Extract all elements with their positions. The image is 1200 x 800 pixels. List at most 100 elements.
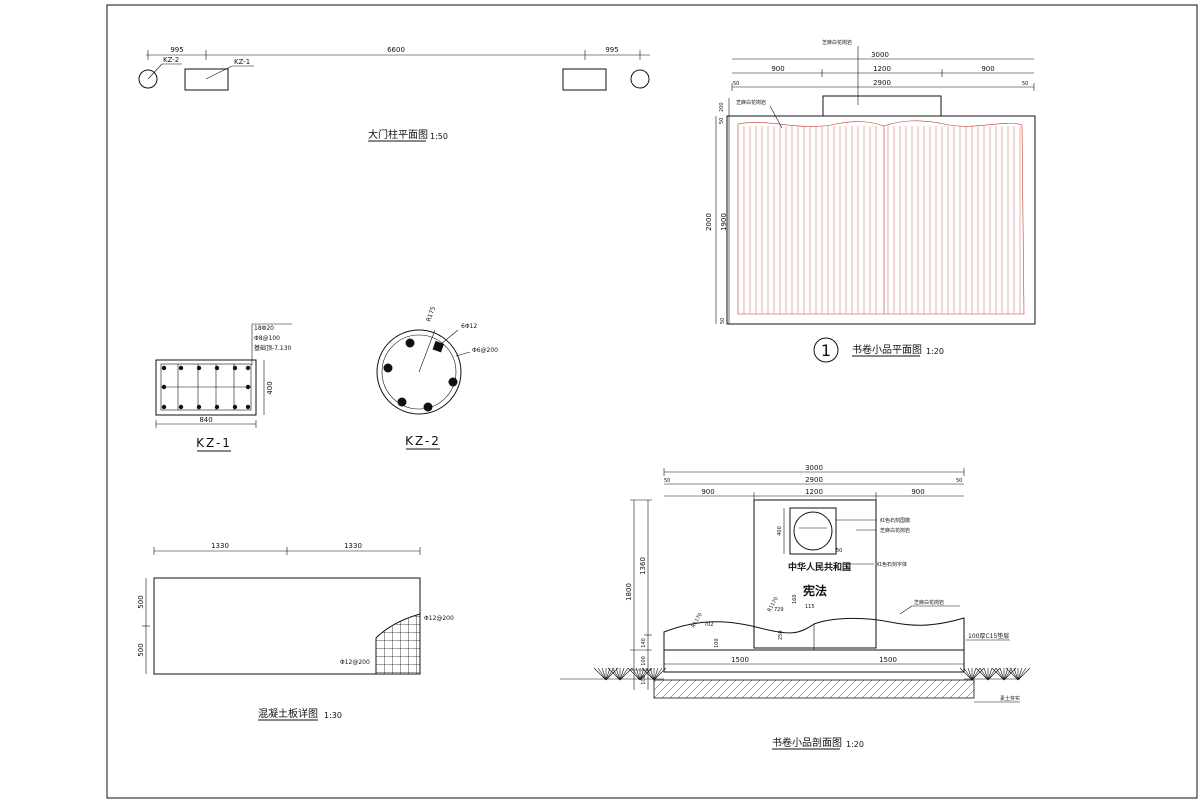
grass-blade	[601, 667, 607, 681]
kz1-rebar-dots	[161, 365, 251, 410]
rebar-dot	[423, 402, 433, 412]
section-dim-1500-b: 1500	[879, 656, 897, 664]
grass-blade	[1017, 667, 1031, 681]
kz1-outline	[155, 359, 257, 416]
kz2-outline	[376, 329, 462, 415]
section-note-granite-a: 芝麻白花岗岩	[880, 527, 910, 534]
kz1-dim-400: 400	[266, 381, 274, 394]
rebar-dot	[196, 404, 202, 410]
book-plan-dim-900-b: 900	[981, 65, 994, 73]
rebar-dot	[232, 365, 238, 371]
grass-blade	[653, 667, 663, 681]
grass-blade	[1017, 667, 1027, 681]
grass-blade	[639, 667, 653, 681]
gate-dim-995-right: 995	[605, 46, 618, 54]
book-plan-page-lines	[743, 126, 1021, 314]
section-dim-115: 115	[805, 604, 815, 610]
section-dim-r1170-a: R1170	[691, 612, 704, 629]
book-section-scale: 1:20	[846, 740, 864, 749]
section-dim-emblem-400: 400	[777, 526, 783, 536]
section-dim-729: 729	[774, 607, 784, 613]
kz2-section: R175 6Φ12 Φ6@200 KZ-2	[376, 305, 498, 450]
grass-blade	[983, 667, 989, 681]
rebar-dot	[397, 397, 407, 407]
grass-blade	[645, 667, 655, 681]
book-plan-open-book	[737, 120, 1025, 315]
grass-blade	[615, 667, 621, 681]
section-dim-160: 160	[792, 594, 798, 604]
gate-plan-title: 大门柱平面图	[368, 128, 428, 141]
book-plan-dim-1900: 1900	[720, 213, 728, 231]
sheet-frame	[106, 4, 1198, 799]
kz2-rebar-dots	[383, 338, 458, 412]
book-plan-title: 书卷小品平面图	[852, 343, 922, 356]
inscription-constitution: 宪法	[803, 583, 827, 598]
grass-blade	[597, 667, 607, 681]
book-plan-outline	[726, 115, 1036, 325]
section-stone-slab	[753, 499, 877, 649]
section-dim-100-book: 100	[714, 638, 720, 648]
rebar-dot	[161, 384, 167, 390]
kz1-title: KZ-1	[196, 436, 232, 450]
column-kz1-right	[562, 68, 607, 91]
grass-blade	[631, 667, 641, 681]
section-dim-50-a: 50	[664, 478, 670, 484]
section-emblem-box	[789, 507, 837, 555]
book-plan: 芝麻白花岗岩 3000 900 1200 900 2900 50 50 芝麻白花…	[705, 39, 1036, 363]
grass-blade	[653, 667, 667, 681]
grass-blade	[987, 667, 1001, 681]
column-kz2-left	[138, 69, 158, 89]
inscription-country: 中华人民共和国	[788, 561, 851, 573]
column-kz1-left	[184, 68, 229, 91]
gate-column-plan: 995 6600 995 KZ-2 KZ-1 大门柱平面图 1:50	[138, 46, 650, 142]
grass-blade	[971, 667, 985, 681]
grass-blade	[971, 667, 981, 681]
slab-scale: 1:30	[324, 711, 342, 720]
slab-note-bottom: Φ12@200	[340, 659, 370, 666]
grass-blade	[605, 667, 619, 681]
rebar-dot	[448, 377, 458, 387]
rebar-dot	[178, 365, 184, 371]
book-plan-dim-50-top: 50	[719, 118, 725, 124]
drawing-number-circle	[813, 337, 839, 363]
section-note-cushion: 100厚C15垫层	[968, 632, 1009, 640]
rebar-dot	[161, 404, 167, 410]
label-kz1: KZ-1	[234, 58, 250, 66]
section-dim-100-b: 100	[641, 675, 647, 685]
grass-blade	[967, 667, 973, 681]
kz2-note-radius: R175	[425, 305, 437, 322]
section-note-text: 红色石刻字体	[877, 561, 907, 568]
rebar-dot	[245, 404, 251, 410]
grass-blade	[999, 667, 1005, 681]
kz1-section: 18Φ20 Φ8@100 基础顶-7.130 840 400 KZ-1	[155, 323, 292, 452]
kz1-note-stirrup: Φ8@100	[254, 335, 280, 342]
slab-dim-500-a: 500	[137, 595, 145, 608]
rebar-dot	[232, 404, 238, 410]
gate-plan-scale: 1:50	[430, 132, 448, 141]
book-plan-left-note: 芝麻白花岗岩	[736, 99, 766, 106]
rebar-dot	[383, 363, 393, 373]
section-note-emblem: 红色石刻国徽	[880, 517, 910, 524]
slab-dim-1330-b: 1330	[344, 542, 362, 550]
section-dim-1800: 1800	[625, 583, 633, 601]
section-dim-50-b: 50	[956, 478, 962, 484]
book-section-title: 书卷小品剖面图	[772, 736, 842, 749]
section-dim-1500-a: 1500	[731, 656, 749, 664]
section-cushion-layer	[653, 679, 975, 699]
book-plan-scale: 1:20	[926, 347, 944, 356]
grass-blade	[963, 667, 973, 681]
section-grass	[593, 667, 1031, 681]
book-section: 3000 50 2900 50 900 1200 900 1800 1360 1…	[560, 464, 1031, 750]
gate-dim-6600: 6600	[387, 46, 405, 54]
rebar-dot	[214, 404, 220, 410]
kz1-note-rebar: 18Φ20	[254, 325, 274, 332]
book-plan-dim-2000: 2000	[705, 213, 713, 231]
grass-blade	[611, 667, 621, 681]
grass-blade	[619, 667, 633, 681]
book-plan-dim-50-a: 50	[733, 81, 739, 87]
rebar-dot	[405, 338, 415, 348]
grass-blade	[1009, 667, 1019, 681]
slab-dim-500-b: 500	[137, 643, 145, 656]
rebar-dot	[178, 404, 184, 410]
